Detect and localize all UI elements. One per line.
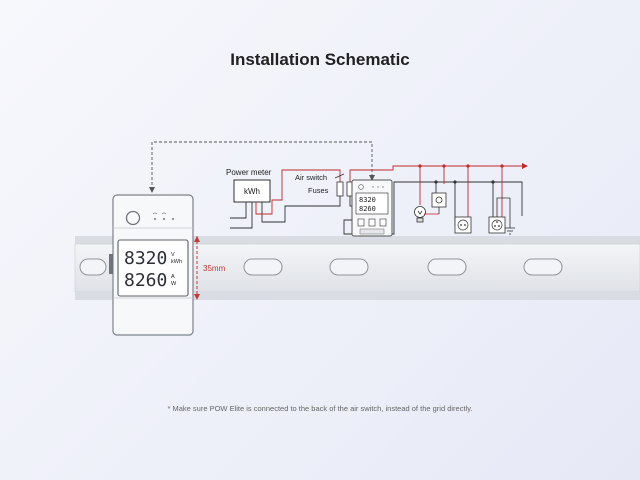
page-title: Installation Schematic [230,50,410,69]
rail-slot [523,258,563,276]
power-meter-label: Power meter [226,168,272,177]
footnote: * Make sure POW Elite is connected to th… [167,404,473,413]
rail-slot [243,258,283,276]
live-arrow-icon [522,163,528,169]
arrow-down-icon [149,187,155,193]
relay-led-icon [171,217,175,221]
ground-icon [505,198,515,235]
wifi-indicator-icon [153,217,157,221]
small-pow-device: 8320 8260 [351,179,393,237]
arrow-down-icon [369,175,375,181]
junction-dots [418,164,504,168]
fuses-label: Fuses [308,186,329,195]
rail-dimension: 35mm [194,236,226,300]
neutral-junction-dots [434,180,495,184]
energy-unit-v: V [171,252,175,258]
socket-icon [454,216,472,234]
power-meter: kWh [233,179,271,203]
power-unit-w: W [171,281,177,287]
kwh-label: kWh [244,187,260,196]
small-energy-reading: 8320 [359,196,376,204]
rail-height-label: 35mm [203,264,226,273]
live-wiring [255,165,524,226]
pow-elite-device: 8320 V kWh 8260 A W [109,194,194,336]
fuse-icon [336,181,354,197]
small-power-reading: 8260 [359,205,376,213]
rail-slot [427,258,467,276]
energy-unit-kwh: kWh [171,259,182,265]
socket-icon [488,216,506,234]
light-bulb-icon [414,206,426,223]
wall-switch-icon [431,192,447,208]
power-unit-a: A [171,274,175,280]
status-led-icon [162,217,166,221]
power-button [125,210,141,226]
dashed-reference-line [151,141,373,190]
lcd-display [117,239,189,297]
power-reading: 8260 [124,270,167,291]
energy-reading: 8320 [124,248,167,269]
switch-lever-icon [334,173,345,179]
rail-slot [329,258,369,276]
rail-slot [79,258,107,276]
air-switch-label: Air switch [295,173,327,182]
